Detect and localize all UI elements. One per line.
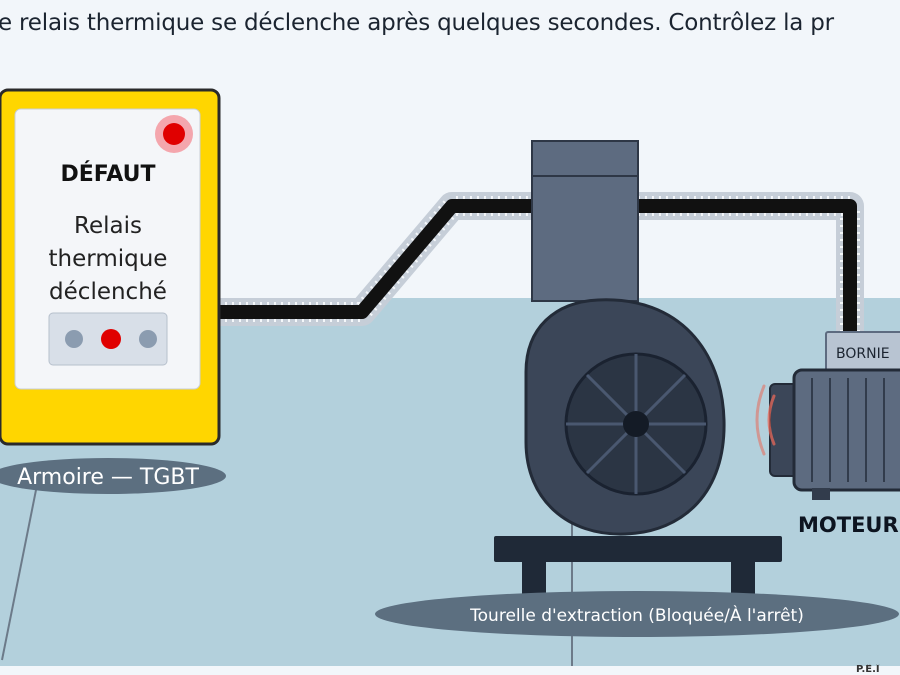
indicator-led-right — [139, 330, 157, 348]
cabinet-label-pill — [0, 458, 226, 494]
floor-line-left — [1, 469, 41, 661]
cabinet-message-line-3: déclenché — [49, 279, 167, 305]
motor-cooling-fins — [811, 378, 885, 482]
motor-heat-wave-inner — [767, 394, 776, 446]
cabinet-label: Armoire — TGBT — [17, 465, 199, 490]
cabinet-status-title: DÉFAUT — [60, 161, 155, 187]
motor-foot — [812, 488, 830, 500]
alarm-indicator-light — [163, 123, 185, 145]
cabinet-message-line-2: thermique — [49, 246, 168, 272]
fan-base-plate — [494, 536, 782, 562]
cabinet-message-line-1: Relais — [74, 213, 142, 239]
indicator-led-left — [65, 330, 83, 348]
motor-label: MOTEUR — [798, 513, 899, 537]
power-cable — [218, 199, 857, 340]
fan-filter-box — [531, 140, 639, 302]
fan-base-foot-right — [731, 560, 755, 594]
fan-base-foot-left — [522, 560, 546, 594]
motor-terminal-label: BORNIE — [836, 346, 890, 362]
fan-label-pill — [375, 591, 899, 637]
motor-heat-wave-outer — [755, 384, 766, 456]
fan-hub — [623, 411, 649, 437]
footer-text: P.Ê.Î — [856, 664, 880, 675]
instruction-text: e relais thermique se déclenche après qu… — [0, 10, 834, 36]
indicator-led-center — [101, 329, 121, 349]
fan-label: Tourelle d'extraction (Bloquée/À l'arrêt… — [469, 604, 804, 626]
